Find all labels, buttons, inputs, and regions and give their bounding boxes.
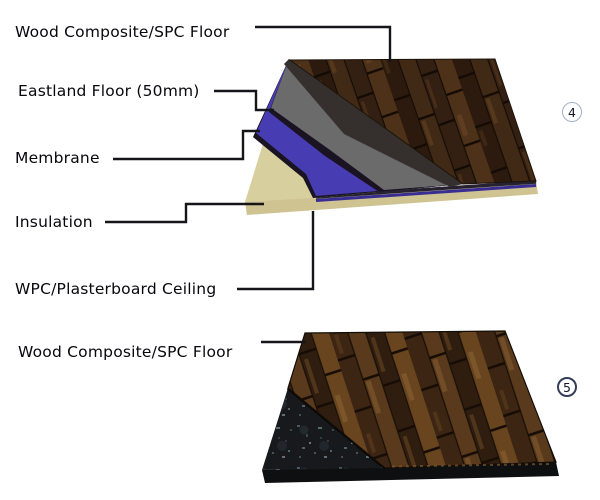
leader-insulation — [105, 202, 264, 224]
label-eastland-floor: Eastland Floor (50mm) — [18, 82, 200, 100]
label-insulation: Insulation — [15, 213, 93, 231]
label-membrane: Membrane — [15, 149, 100, 167]
top-floor-assembly — [245, 58, 538, 215]
leader-membrane — [113, 129, 260, 161]
wood-cut-side-face — [284, 59, 463, 187]
wood-top-surface — [288, 58, 537, 185]
badge-5-digit: 5 — [563, 379, 571, 395]
plank-end-highlight — [391, 463, 551, 468]
circled-number-5: 5 — [557, 377, 577, 397]
leader-ceiling — [237, 211, 315, 291]
label-wood-composite-bottom: Wood Composite/SPC Floor — [18, 343, 233, 361]
label-wood-composite-top: Wood Composite/SPC Floor — [15, 23, 230, 41]
front-edge-dark-line — [315, 180, 537, 199]
underlay-surface — [262, 388, 385, 470]
label-wpc-plasterboard-ceiling: WPC/Plasterboard Ceiling — [15, 280, 217, 298]
leader-wood-floor-top — [255, 25, 392, 62]
circled-number-4: 4 — [562, 102, 582, 122]
leader-lines — [105, 25, 392, 344]
bottom-floor-assembly — [262, 330, 559, 483]
leader-eastland-floor — [214, 89, 274, 112]
membrane-front-edge — [315, 184, 537, 202]
slab-bottom-edge — [262, 462, 559, 483]
badge-4-digit: 4 — [568, 104, 576, 120]
